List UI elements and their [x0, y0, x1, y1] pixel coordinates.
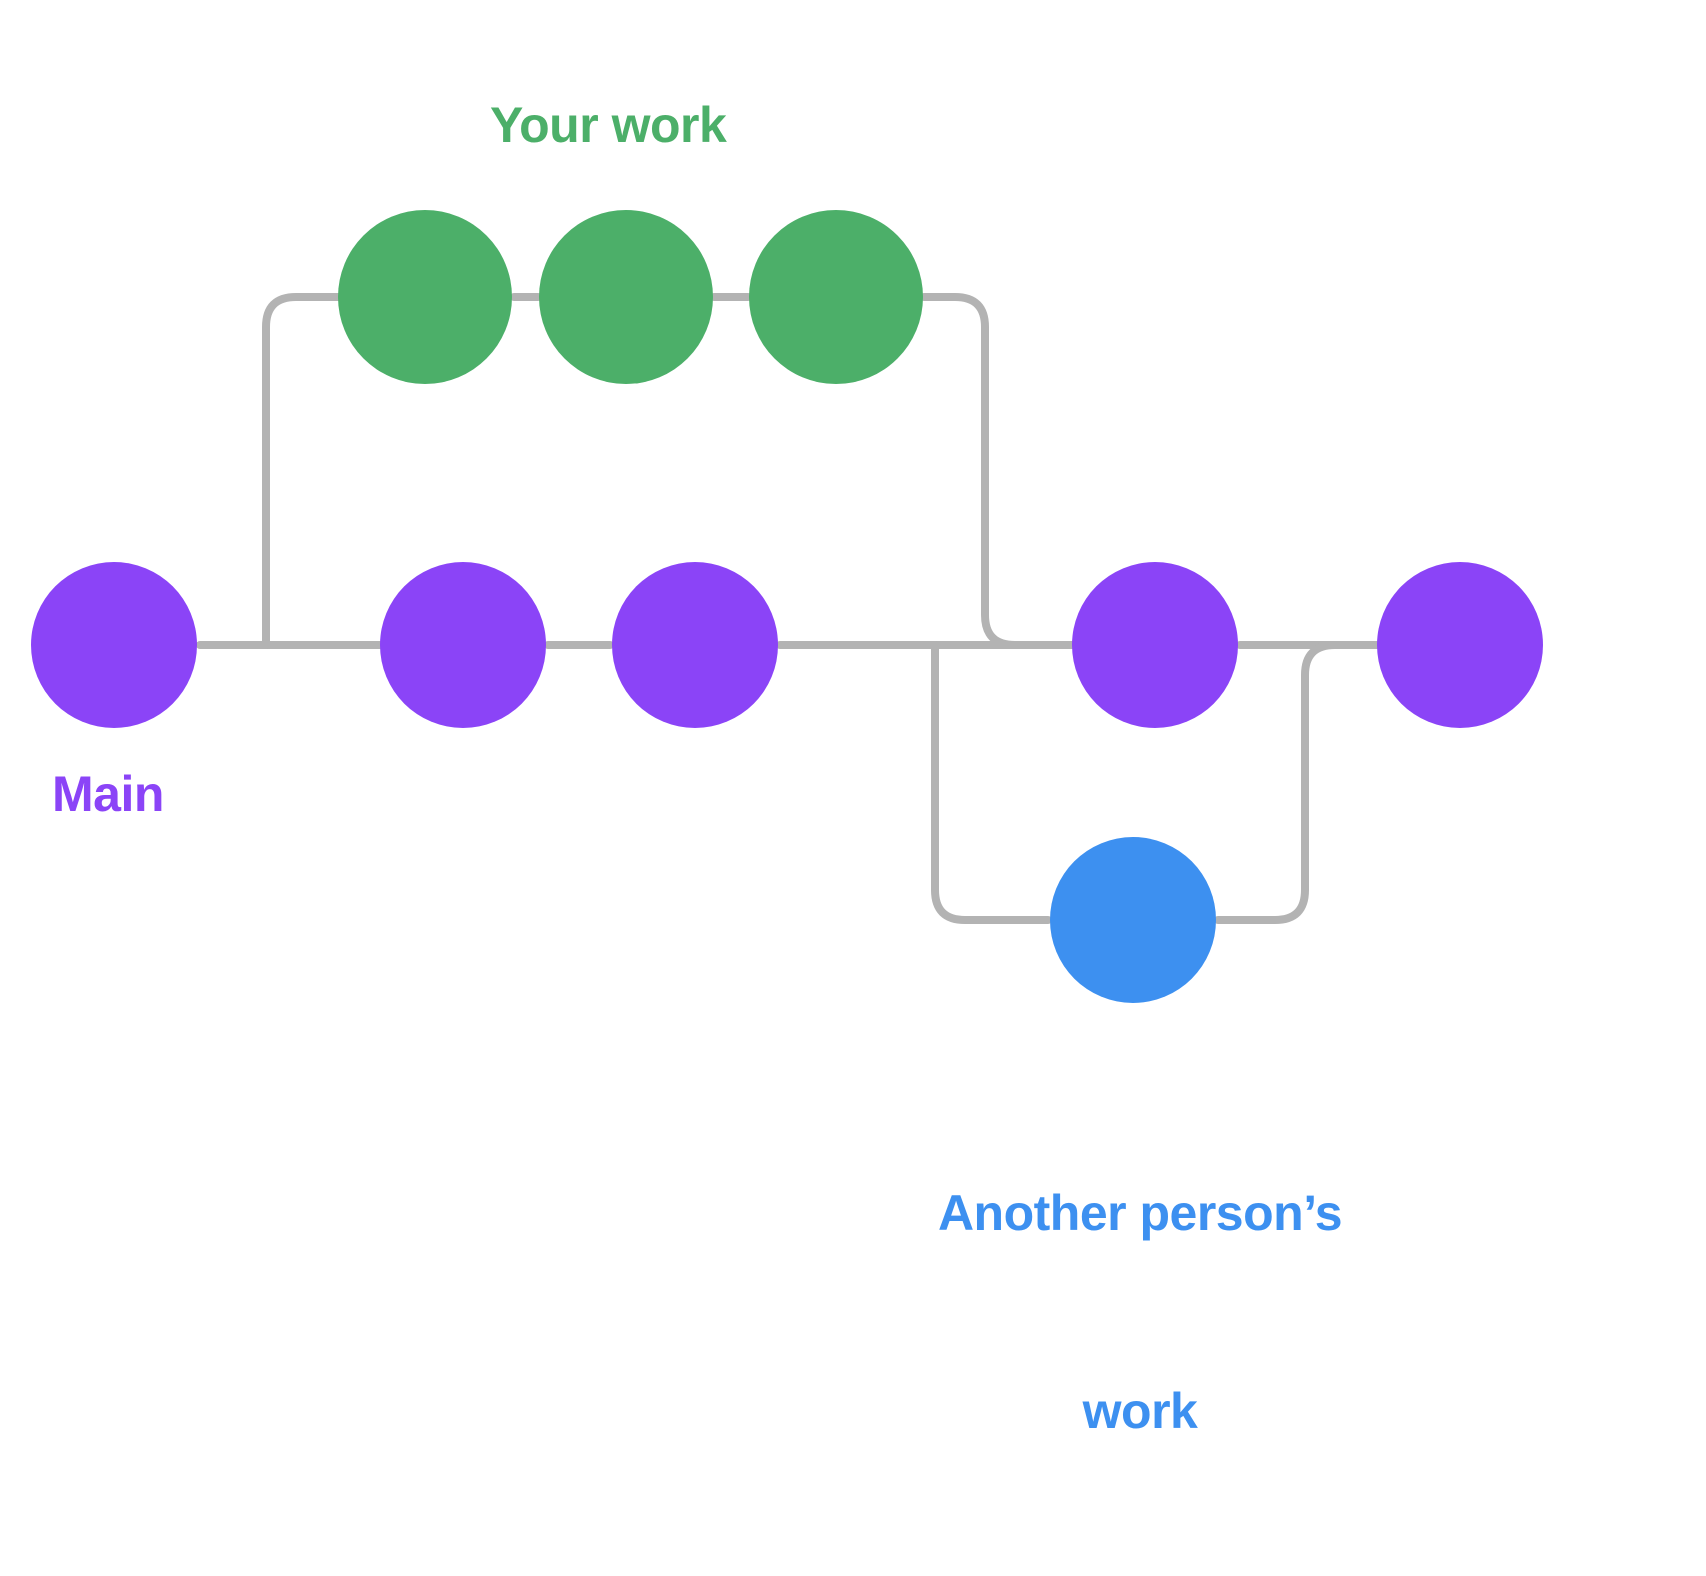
commit-node-main-4[interactable] [1072, 562, 1238, 728]
connector-merge-in-blue [1214, 641, 1383, 924]
branch-label-main: Main [52, 766, 164, 822]
connector-merge-in-green [920, 293, 1079, 649]
connector-lines [196, 293, 1383, 924]
commit-node-main-2[interactable] [380, 562, 546, 728]
commit-nodes-your-work [338, 210, 923, 384]
commit-node-other-person-1[interactable] [1050, 837, 1216, 1003]
branch-label-another-person-line2: work [1082, 1383, 1198, 1439]
commit-node-your-work-3[interactable] [749, 210, 923, 384]
commit-node-main-5[interactable] [1377, 562, 1543, 728]
commit-node-your-work-1[interactable] [338, 210, 512, 384]
commit-node-main-3[interactable] [612, 562, 778, 728]
branch-label-your-work: Your work [490, 97, 727, 153]
commit-nodes-main [31, 562, 1543, 728]
commit-nodes-other-person [1050, 837, 1216, 1003]
commit-node-main-1[interactable] [31, 562, 197, 728]
diagram-canvas: Your work Main Another person’s work [31, 97, 1543, 1439]
connector-branch-out-blue [931, 641, 1052, 924]
connector-branch-out-green [262, 293, 344, 649]
commit-node-your-work-2[interactable] [539, 210, 713, 384]
branch-label-another-person-line1: Another person’s [937, 1185, 1343, 1241]
git-branch-graph [31, 210, 1543, 1003]
branch-label-another-person: Another person’s work [902, 1048, 1378, 1576]
